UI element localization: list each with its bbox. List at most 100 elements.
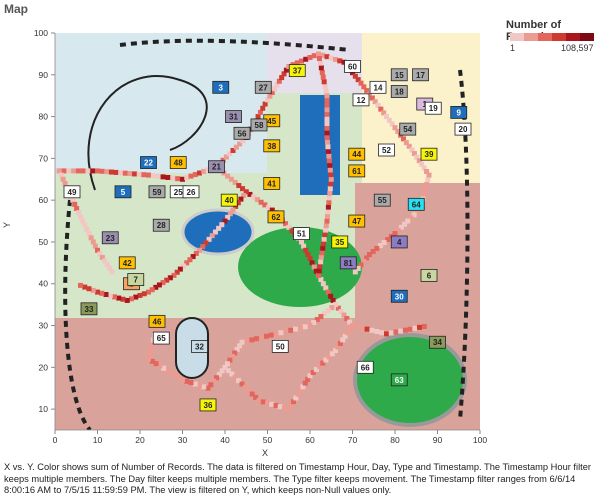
marker-22[interactable]: 22 [140, 156, 157, 169]
marker-64[interactable]: 64 [407, 197, 425, 211]
marker-56[interactable]: 56 [233, 126, 251, 140]
marker-label: 66 [361, 363, 370, 372]
heat-cell [229, 371, 235, 377]
marker-3[interactable]: 3 [212, 80, 230, 94]
marker-61[interactable]: 61 [348, 164, 366, 178]
heat-cell [222, 364, 228, 370]
marker-box [429, 335, 446, 349]
marker-50[interactable]: 50 [271, 340, 289, 353]
marker-58[interactable]: 58 [250, 118, 268, 132]
marker-37[interactable]: 37 [288, 64, 306, 78]
marker-27[interactable]: 27 [254, 80, 272, 94]
marker-label: 48 [174, 159, 183, 168]
marker-65[interactable]: 65 [152, 331, 170, 345]
marker-62[interactable]: 62 [267, 210, 285, 224]
heat-cell [311, 264, 317, 270]
heat-cell [246, 388, 252, 394]
heat-cell [286, 63, 292, 69]
marker-4[interactable]: 4 [390, 235, 408, 249]
marker-label: 5 [121, 188, 126, 197]
heat-cell [161, 365, 167, 371]
heat-cell [324, 125, 330, 131]
marker-9[interactable]: 9 [450, 106, 468, 119]
marker-60[interactable]: 60 [344, 60, 361, 73]
marker-30[interactable]: 30 [390, 289, 408, 303]
marker-19[interactable]: 19 [424, 101, 442, 115]
heat-cell [324, 213, 330, 219]
marker-63[interactable]: 63 [390, 373, 408, 387]
marker-40[interactable]: 40 [220, 193, 238, 207]
marker-36[interactable]: 36 [199, 398, 217, 412]
heat-cell [302, 324, 308, 330]
marker-26[interactable]: 26 [182, 185, 200, 199]
marker-55[interactable]: 55 [373, 193, 391, 207]
marker-20[interactable]: 20 [454, 122, 472, 136]
marker-6[interactable]: 6 [420, 268, 438, 282]
heat-cell [239, 381, 245, 387]
heat-cell [223, 154, 229, 160]
marker-49[interactable]: 49 [63, 185, 81, 199]
marker-21[interactable]: 21 [208, 160, 225, 174]
y-tick-label: 60 [39, 195, 49, 205]
heat-cell [273, 331, 279, 337]
marker-15[interactable]: 15 [390, 68, 408, 82]
heat-cell [170, 175, 176, 181]
marker-52[interactable]: 52 [378, 143, 395, 157]
marker-47[interactable]: 47 [348, 214, 366, 228]
heat-cell [300, 384, 306, 390]
heat-cell [237, 141, 243, 147]
marker-box [348, 147, 366, 161]
marker-label: 27 [259, 83, 268, 92]
marker-box [390, 235, 408, 249]
heat-cell [412, 325, 418, 331]
heat-cell [180, 377, 185, 383]
marker-44[interactable]: 44 [348, 147, 366, 161]
heat-cell [174, 269, 180, 275]
marker-23[interactable]: 23 [101, 231, 119, 245]
marker-32[interactable]: 32 [191, 340, 208, 353]
heat-cell [136, 171, 142, 177]
heat-cell [324, 107, 330, 113]
heat-cell [107, 293, 113, 299]
marker-39[interactable]: 39 [420, 147, 438, 161]
marker-35[interactable]: 35 [331, 235, 349, 249]
heat-cell [318, 259, 324, 265]
marker-34[interactable]: 34 [429, 335, 446, 349]
heat-cell [299, 239, 304, 245]
marker-54[interactable]: 54 [399, 122, 417, 136]
heat-cell [85, 168, 91, 174]
heat-cell [305, 251, 311, 257]
marker-14[interactable]: 14 [369, 80, 387, 94]
heat-cell [401, 136, 406, 142]
marker-box [271, 340, 289, 353]
heat-cell [374, 328, 380, 334]
marker-28[interactable]: 28 [152, 218, 170, 232]
heat-cell [321, 79, 327, 85]
heat-cell [227, 357, 233, 363]
heat-cell [230, 207, 236, 213]
marker-31[interactable]: 31 [225, 110, 242, 123]
heat-cell [137, 292, 143, 298]
marker-66[interactable]: 66 [356, 360, 374, 374]
marker-18[interactable]: 18 [390, 85, 408, 98]
marker-7[interactable]: 7 [127, 273, 145, 286]
marker-41[interactable]: 41 [263, 177, 281, 190]
marker-5[interactable]: 5 [114, 185, 132, 199]
marker-12[interactable]: 12 [352, 93, 370, 107]
marker-38[interactable]: 38 [263, 139, 281, 153]
heat-cell [141, 291, 147, 297]
x-tick-label: 30 [178, 435, 188, 445]
heat-cell [171, 272, 177, 278]
marker-17[interactable]: 17 [412, 68, 429, 82]
marker-48[interactable]: 48 [169, 156, 187, 169]
heat-cell [340, 337, 346, 343]
y-tick-label: 70 [39, 153, 49, 163]
marker-33[interactable]: 33 [80, 302, 98, 316]
heat-cell [323, 227, 329, 233]
marker-51[interactable]: 51 [293, 227, 310, 240]
marker-59[interactable]: 59 [148, 185, 166, 199]
marker-46[interactable]: 46 [148, 314, 166, 328]
marker-81[interactable]: 81 [339, 256, 357, 270]
marker-42[interactable]: 42 [118, 256, 136, 270]
